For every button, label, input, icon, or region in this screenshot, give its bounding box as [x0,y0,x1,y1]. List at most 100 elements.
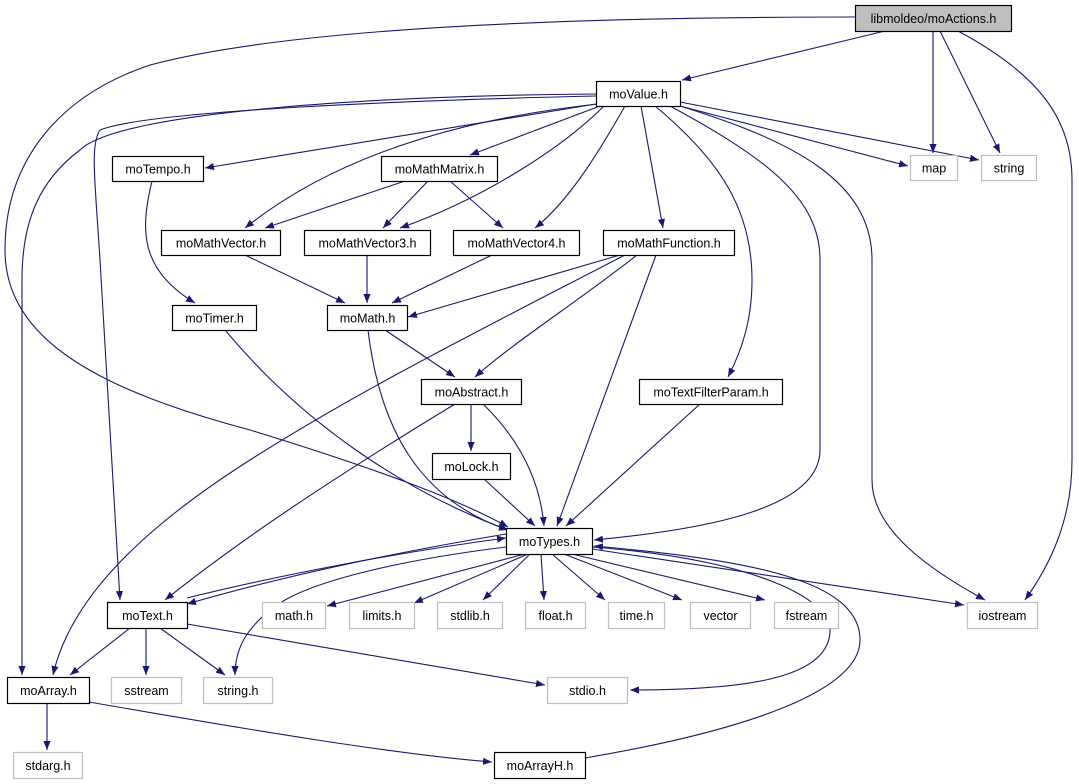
node-moTempo[interactable]: moTempo.h [111,155,205,183]
edge-moMathMatrix-to-moMathVector4 [449,180,504,229]
edge-line [244,103,599,229]
edge-moValue-to-map [679,105,909,168]
edge-moAbstract-to-moTypes [482,403,547,527]
edge-moTypes-to-stdio_h [591,546,831,694]
node-box [524,601,587,630]
node-label: time.h [619,609,653,623]
edge-moValue-to-moMathVector4 [534,105,626,229]
node-moMathFunction[interactable]: moMathFunction.h [602,229,736,257]
node-box [607,601,666,630]
edge-line [551,553,606,601]
edge-line [449,180,504,229]
node-label: moTimer.h [185,312,244,326]
edge-moValue-to-iostream [679,105,986,601]
node-label: moTypes.h [519,535,580,549]
edge-line [407,254,621,318]
edge-moMathFunction-to-moTypes [556,254,657,527]
node-float-h: float.h [524,601,587,630]
node-label: limits.h [363,609,402,623]
node-moValue[interactable]: moValue.h [595,80,682,108]
node-box [431,452,512,481]
node-fstream: fstream [773,601,840,630]
node-moActions[interactable]: libmoldeo/moActions.h [854,4,1013,33]
node-label: moMathFunction.h [617,237,721,251]
edge-line [571,553,766,602]
node-moMathVector4[interactable]: moMathVector4.h [452,229,581,257]
edge-moTypes-to-iostream [591,548,965,608]
edge-moValue-to-moText [93,95,597,601]
edge-line [482,553,531,601]
node-box [505,527,594,556]
node-moLock[interactable]: moLock.h [431,452,512,481]
node-moArray[interactable]: moArray.h [6,676,91,705]
node-box [110,676,183,705]
edge-line [534,105,626,229]
edge-line [159,627,226,676]
edge-moActions-to-string [939,30,1001,154]
edge-line [591,546,831,694]
node-box [420,378,523,406]
node-string-h: string.h [202,676,274,705]
edge-moMathVector4-to-moMath [391,254,493,304]
node-box [773,601,840,630]
node-moMathVector[interactable]: moMathVector.h [160,229,282,257]
edge-line [326,553,526,608]
node-box [106,601,189,630]
edge-line [382,180,429,229]
edge-moValue-to-string [679,101,980,162]
edge-line [679,101,980,162]
edge-moTextFilterParam-to-moTypes [565,403,701,527]
edge-moText-to-moArray [69,627,131,676]
edge-line [4,16,856,528]
node-limits-h: limits.h [348,601,416,630]
edge-moValue-to-moMathVector [244,103,599,229]
edge-moMathFunction-to-moMath [407,254,621,318]
edge-line [681,30,886,82]
node-box [171,304,258,332]
node-moMath[interactable]: moMath.h [326,304,409,332]
edge-line [679,105,909,168]
node-moTimer[interactable]: moTimer.h [171,304,258,332]
edge-moText-to-stdio_h [186,623,546,688]
node-box [854,4,1013,33]
node-moTextFilterParam[interactable]: moTextFilterParam.h [638,378,784,406]
node-label: moMathVector4.h [468,237,566,251]
edge-moTempo-to-moTimer [145,180,196,304]
node-box [689,601,752,630]
edge-line [88,701,493,765]
edge-line [186,535,507,599]
node-moAbstract[interactable]: moAbstract.h [420,378,523,406]
node-label: moMathVector.h [176,237,266,251]
edge-line [482,403,547,527]
edge-moTypes-to-fstream [571,553,766,602]
edge-moMathFunction-to-moAbstract [474,254,638,378]
edge-moMathFunction-to-moArray [51,254,626,676]
edge-moTypes-to-float_h [539,553,548,601]
node-moMathVector3[interactable]: moMathVector3.h [303,229,432,257]
edge-moTypes-to-time_h [551,553,606,601]
node-moArrayH[interactable]: moArrayH.h [493,751,587,780]
node-moText[interactable]: moText.h [106,601,189,630]
node-moMathMatrix[interactable]: moMathMatrix.h [380,155,499,183]
edge-moAbstract-to-moText [164,403,456,601]
edge-line [18,93,597,675]
edge-moValue-to-moTypes [593,105,821,543]
node-box [380,155,499,183]
edge-line [413,553,529,604]
node-label: string [994,162,1025,176]
edge-moTimer-to-moTypes [224,329,509,531]
edge-moText-to-moTypes [186,535,507,599]
node-label: moTempo.h [125,163,190,177]
edge-line [244,254,346,304]
node-label: moMathMatrix.h [395,163,485,177]
node-label: iostream [979,609,1027,623]
edge-moTypes-to-string_h [231,546,507,676]
node-stdio-h: stdio.h [546,676,629,705]
edge-line [399,105,605,229]
node-label: fstream [786,609,828,623]
node-label: stdarg.h [25,759,70,773]
node-moTypes[interactable]: moTypes.h [505,527,594,556]
node-box [966,601,1039,630]
